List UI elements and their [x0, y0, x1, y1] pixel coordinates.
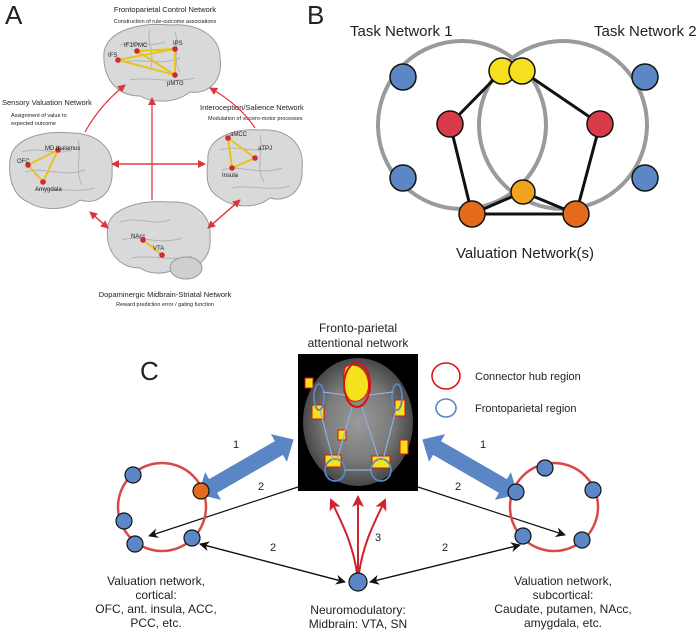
task-network-2-label: Task Network 2	[594, 23, 697, 40]
label-3: 3	[375, 532, 381, 544]
fp-attentional-title-1: Fronto-parietal	[319, 321, 397, 335]
sensory-network-subtitle-1: Assignment of value to	[11, 113, 67, 119]
region-ifj-pmc: IFJ/PMC	[124, 43, 148, 49]
valuation-networks-label: Valuation Network(s)	[456, 245, 594, 262]
dopa-network-title: Dopaminergic Midbrain-Striatal Network	[99, 290, 232, 299]
subcortical-nodes	[507, 459, 602, 549]
brain-sensory	[9, 131, 113, 209]
cortical-line-3: OFC, ant. insula, ACC,	[95, 602, 216, 616]
node-valuation-orange-left	[458, 200, 486, 228]
sensory-network-subtitle-2: expected outcome	[11, 121, 56, 127]
cortical-line-4: PCC, etc.	[130, 616, 181, 630]
region-pmtg: pMTG	[167, 81, 184, 87]
legend-fp-symbol	[435, 398, 457, 418]
subcortical-line-4: amygdala, etc.	[524, 616, 602, 630]
panel-b: B Task Network 1 Task Network 2	[307, 0, 697, 262]
brain-frontoparietal	[103, 23, 222, 102]
cortical-line-1: Valuation network,	[107, 574, 205, 588]
panel-b-nodes	[389, 57, 659, 228]
region-vta: VTA	[153, 246, 164, 252]
neuromod-line-2: Midbrain: VTA, SN	[309, 617, 407, 631]
fp-network-subtitle: Construction of rule-outcome association…	[114, 19, 217, 25]
region-insula: Insula	[222, 173, 239, 179]
node-valuation-orange-right	[562, 200, 590, 228]
dopa-edges	[142, 239, 163, 256]
node-task1-bottom	[389, 164, 417, 192]
red-arrows-neuromod	[329, 495, 387, 574]
intero-edges	[227, 137, 256, 169]
brain-scan-image	[298, 354, 418, 491]
node-task2-top	[631, 63, 659, 91]
fp-attentional-title-2: attentional network	[308, 336, 410, 350]
legend-fp-label: Frontoparietal region	[475, 403, 577, 415]
region-atpj: aTPJ	[258, 146, 272, 152]
node-valuation-red-right	[586, 110, 614, 138]
intero-nodes	[225, 135, 258, 171]
neuromodulatory-node	[348, 572, 368, 592]
node-task2-bottom	[631, 164, 659, 192]
subcortical-line-3: Caudate, putamen, NAcc,	[494, 602, 631, 616]
cortical-line-2: cortical:	[135, 588, 176, 602]
subcortical-ring	[508, 461, 600, 553]
region-amygdala: Amygdala	[35, 187, 62, 193]
legend-hub-label: Connector hub region	[475, 371, 581, 383]
subcortical-line-2: subcortical:	[533, 588, 594, 602]
panel-b-letter: B	[307, 0, 324, 30]
panel-a-arrows	[84, 84, 256, 229]
label-2-left: 2	[258, 481, 264, 493]
region-ifs: IFS	[108, 53, 117, 59]
panel-a: A Frontoparietal Control Network Constru…	[2, 0, 304, 308]
panel-a-letter: A	[5, 0, 23, 30]
neuromod-caption: Neuromodulatory: Midbrain: VTA, SN	[309, 603, 407, 631]
node-shared-right	[508, 57, 536, 85]
dopa-nodes	[140, 237, 165, 258]
panel-c-letter: C	[140, 356, 159, 386]
region-amcc: aMCC	[230, 132, 248, 138]
label-2-bottom-right: 2	[442, 542, 448, 554]
node-valuation-amber	[510, 179, 536, 205]
node-valuation-red-left	[436, 110, 464, 138]
region-nacc: NAcc	[131, 234, 145, 240]
label-2-right: 2	[455, 481, 461, 493]
label-2-bottom-left: 2	[270, 542, 276, 554]
sensory-network-title: Sensory Valuation Network	[2, 98, 92, 107]
cortical-caption: Valuation network, cortical: OFC, ant. i…	[95, 574, 216, 630]
legend-hub-symbol	[431, 362, 461, 390]
region-ofc: OFC	[17, 159, 30, 165]
label-1-right: 1	[480, 439, 486, 451]
blue-arrow-left	[198, 434, 294, 500]
region-ips: IPS	[173, 41, 183, 47]
task-network-1-label: Task Network 1	[350, 23, 453, 40]
brain-intero	[206, 129, 303, 207]
label-1-left: 1	[233, 439, 239, 451]
subcortical-line-1: Valuation network,	[514, 574, 612, 588]
fp-edges	[117, 48, 176, 76]
legend: Connector hub region Frontoparietal regi…	[431, 362, 581, 418]
intero-network-subtitle: Modulation of viscero-motor processes	[208, 116, 303, 122]
neuromod-line-1: Neuromodulatory:	[310, 603, 405, 617]
fp-nodes	[115, 46, 178, 78]
black-arrows	[148, 486, 566, 585]
blue-arrow-right	[422, 434, 518, 500]
subcortical-caption: Valuation network, subcortical: Caudate,…	[494, 574, 631, 630]
intero-network-title: Interoception/Salience Network	[200, 103, 304, 112]
cortical-ring	[116, 461, 208, 553]
fp-network-title: Frontoparietal Control Network	[114, 5, 216, 14]
node-task1-top	[389, 63, 417, 91]
sensory-nodes	[25, 147, 61, 185]
sensory-edges	[27, 149, 59, 183]
brain-dopaminergic	[106, 201, 211, 280]
cortical-nodes	[115, 466, 210, 553]
region-md-thalamus: MD thalamus	[45, 146, 80, 152]
dopa-network-subtitle: Reward prediction error / gating functio…	[116, 302, 214, 308]
panel-c: C Fronto-parietal attentional network	[95, 321, 631, 631]
